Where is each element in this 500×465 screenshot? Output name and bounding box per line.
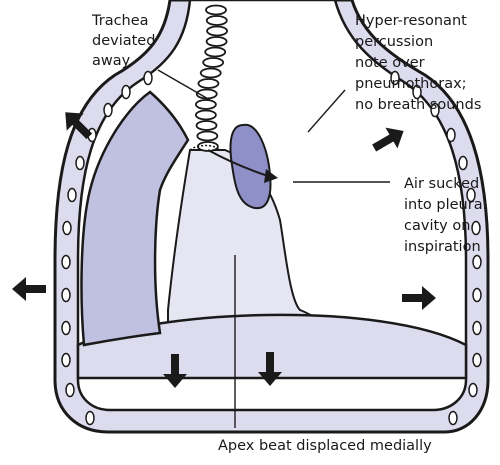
rib-section [473,322,481,335]
trachea-ring [197,132,217,141]
trachea-ring [207,16,227,25]
trachea-ring [203,58,223,67]
trachea-ring [201,69,221,78]
rib-section [447,129,455,142]
rib-section [68,189,76,202]
trachea-ring [207,27,227,36]
trachea-ring [198,79,218,88]
trachea-ring [206,6,226,15]
rib-section [62,354,70,367]
rib-section [449,412,457,425]
rib-section [473,256,481,269]
rib-section [62,289,70,302]
trachea-ring [197,121,217,130]
rib-section [459,157,467,170]
rib-section [144,72,152,85]
trachea-ring [205,48,225,57]
trachea-ring [207,37,227,46]
rib-section [104,104,112,117]
rib-section [76,157,84,170]
rib-section [86,412,94,425]
rib-section [63,222,71,235]
rib-section [66,384,74,397]
rib-section [62,256,70,269]
arrow-icon [12,277,46,301]
rib-section [469,384,477,397]
rib-section [473,354,481,367]
rib-section [62,322,70,335]
apex-label: Apex beat displaced medially [218,438,432,454]
trachea-ring [196,111,216,120]
rib-section [473,289,481,302]
percussion-label: Hyper-resonant percussion note over pneu… [355,13,481,113]
rib-section [122,86,130,99]
trachea-ring [196,100,216,109]
